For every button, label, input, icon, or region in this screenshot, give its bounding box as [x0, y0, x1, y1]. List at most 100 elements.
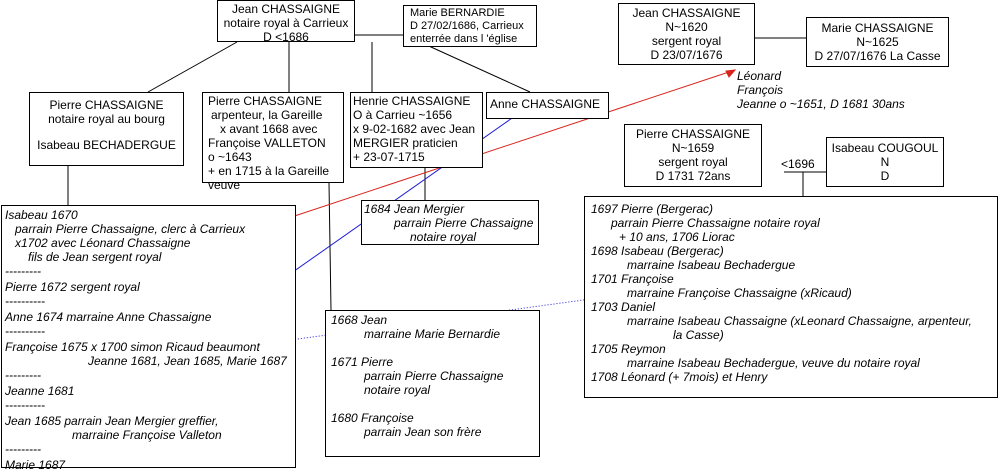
- person-box-pierre-arpenteur: Pierre CHASSAIGNE arpenteur, la Gareille…: [202, 92, 344, 192]
- name: Pierre CHASSAIGNE: [49, 98, 164, 112]
- death: D 27/02/1686, Carrieux: [410, 20, 524, 32]
- children-box-pierre-1659: 1697 Pierre (Bergerac) parrain Pierre Ch…: [584, 196, 998, 398]
- child-detail: marraine Marie Bernardie: [364, 327, 501, 341]
- title: notaire royal au bourg: [48, 112, 165, 126]
- child-detail: marraine Isabeau Chassaigne (xLeonard Ch…: [627, 314, 972, 328]
- child-detail: parrain Pierre Chassaigne notaire royal: [611, 216, 820, 230]
- person-box-pierre-1659: Pierre CHASSAIGNE N~1659 sergent royal D…: [624, 124, 762, 187]
- child-detail: + 10 ans, 1706 Liorac: [619, 230, 735, 244]
- person-box-isabeau-cougoul: Isabeau COUGOUL N D: [826, 137, 944, 187]
- death: D <1686: [263, 30, 309, 44]
- child-detail: parrain Pierre Chassaigne: [364, 369, 504, 383]
- separator: ---------: [5, 264, 41, 278]
- separator: ---------: [5, 368, 41, 382]
- death: D: [880, 169, 890, 183]
- leonard-francois-jeanne: Léonard François Jeanne o ~1651, D 1681 …: [737, 69, 905, 111]
- child-entry: Jean 1685 parrain Jean Mergier greffier,: [5, 414, 219, 428]
- birth: O à Carrieu ~1656: [353, 108, 453, 122]
- name: Pierre CHASSAIGNE: [208, 94, 323, 108]
- child-detail: marraine Françoise Chassaigne (xRicaud): [627, 286, 852, 300]
- person-box-jean-notaire: Jean CHASSAIGNE notaire royal à Carrieux…: [217, 0, 355, 44]
- title: notaire royal à Carrieux: [223, 16, 349, 30]
- child-entry: Anne 1674 marraine Anne Chassaigne: [5, 310, 212, 324]
- child-detail: la Casse): [673, 328, 724, 342]
- person-box-marie-bernardie: Marie BERNARDIE D 27/02/1686, Carrieux e…: [403, 5, 537, 47]
- child-detail: parrain Pierre Chassaigne, clerc à Carri…: [15, 222, 246, 236]
- child-entry: Françoise 1675 x 1700 simon Ricaud beaum…: [5, 340, 260, 354]
- spouse: Isabeau BECHADERGUE: [37, 138, 176, 152]
- birth: N~1625: [856, 35, 899, 49]
- child-detail: parrain Pierre Chassaigne: [394, 216, 534, 230]
- child-box-jean-mergier: 1684 Jean Mergier parrain Pierre Chassai…: [361, 200, 539, 245]
- title: sergent royal: [658, 155, 728, 169]
- child-detail: x1702 avec Léonard Chassaigne: [15, 236, 191, 250]
- leonard: Léonard: [737, 69, 782, 83]
- child-entry: 1680 Françoise: [331, 411, 414, 425]
- separator: ----------: [5, 294, 45, 308]
- child-entry: Marie 1687: [5, 458, 66, 472]
- link-arpenteur-children: [328, 182, 332, 311]
- child-line-anne: [419, 41, 531, 93]
- name: Anne CHASSAIGNE: [490, 97, 601, 111]
- person-box-henrie: Henrie CHASSAIGNE O à Carrieu ~1656 x 9-…: [350, 92, 483, 168]
- child-entry: Pierre 1672 sergent royal: [5, 280, 140, 294]
- child-detail: notaire royal: [410, 230, 477, 244]
- marriage: x 9-02-1682 avec Jean: [353, 122, 476, 136]
- person-box-marie-1625: Marie CHASSAIGNE N~1625 D 27/07/1676 La …: [806, 17, 949, 67]
- name: Jean CHASSAIGNE: [632, 6, 741, 20]
- spacer: [331, 341, 539, 355]
- child-entry: 1708 Léonard (+ 7mois) et Henry: [591, 370, 768, 384]
- spouse: Françoise VALLETON: [208, 136, 326, 150]
- marriage-date-label: <1696: [781, 157, 815, 171]
- name: Marie CHASSAIGNE: [821, 21, 934, 35]
- francois: François: [737, 83, 784, 97]
- child-entry: 1684 Jean Mergier: [364, 202, 465, 216]
- child-detail: marraine Françoise Valleton: [72, 428, 222, 442]
- child-line-pierre-bourg: [147, 41, 238, 93]
- name: Pierre CHASSAIGNE: [635, 127, 751, 141]
- title: sergent royal: [651, 34, 722, 48]
- death: + 23-07-1715: [353, 150, 425, 164]
- spacer: [331, 397, 539, 411]
- child-entry: 1668 Jean: [331, 313, 388, 327]
- child-detail: parrain Jean son frère: [364, 425, 482, 439]
- child-entry: 1703 Daniel: [591, 300, 656, 314]
- separator: ----------: [5, 398, 45, 412]
- marriage: x avant 1668 avec: [220, 122, 318, 136]
- child-detail: Jeanne 1681, Jean 1685, Marie 1687: [88, 354, 287, 368]
- person-box-pierre-bourg: Pierre CHASSAIGNE notaire royal au bourg…: [29, 92, 184, 166]
- jeanne: Jeanne o ~1651, D 1681 30ans: [737, 97, 905, 111]
- death: D 23/07/1676: [650, 48, 723, 62]
- death: D 27/07/1676 La Casse: [814, 49, 941, 63]
- child-entry: 1698 Isabeau (Bergerac): [591, 244, 724, 258]
- children-box-pierre-arpenteur: 1668 Jean marraine Marie Bernardie 1671 …: [325, 310, 540, 457]
- child-detail: marraine Isabeau Bechadergue, veuve du n…: [627, 356, 920, 370]
- child-entry: 1701 Françoise: [591, 272, 674, 286]
- name: Henrie CHASSAIGNE: [353, 94, 471, 108]
- name: Isabeau COUGOUL: [831, 141, 939, 155]
- separator: ----------: [5, 324, 45, 338]
- name: Marie BERNARDIE: [410, 7, 505, 19]
- person-box-anne: Anne CHASSAIGNE: [486, 92, 609, 119]
- burial: enterrée dans l 'église: [410, 33, 518, 45]
- death: D 1731 72ans: [655, 169, 731, 183]
- children-box-pierre-bourg: Isabeau 1670 parrain Pierre Chassaigne, …: [1, 205, 296, 472]
- title: arpenteur, la Gareille: [211, 108, 323, 122]
- child-entry: 1671 Pierre: [331, 355, 394, 369]
- child-detail: notaire royal: [364, 383, 431, 397]
- child-entry: 1705 Reymon: [591, 342, 666, 356]
- spouse-birth: o ~1643: [208, 150, 252, 164]
- spouse: MERGIER praticien: [353, 136, 458, 150]
- child-entry: Jeanne 1681: [5, 384, 75, 398]
- separator: ---------: [5, 442, 41, 456]
- birth: N: [880, 155, 890, 169]
- spouse-status: veuve: [208, 178, 241, 192]
- child-entry: 1697 Pierre (Bergerac): [591, 202, 714, 216]
- person-box-jean-1620: Jean CHASSAIGNE N~1620 sergent royal D 2…: [618, 3, 755, 65]
- child-detail: marraine Isabeau Bechadergue: [627, 258, 796, 272]
- child-detail: fils de Jean sergent royal: [28, 250, 162, 264]
- birth: N~1620: [665, 20, 708, 34]
- child-entry: Isabeau 1670: [5, 208, 78, 222]
- red-arrowhead-leonard: [725, 69, 737, 78]
- spouse-death: + en 1715 à la Gareille: [208, 164, 330, 178]
